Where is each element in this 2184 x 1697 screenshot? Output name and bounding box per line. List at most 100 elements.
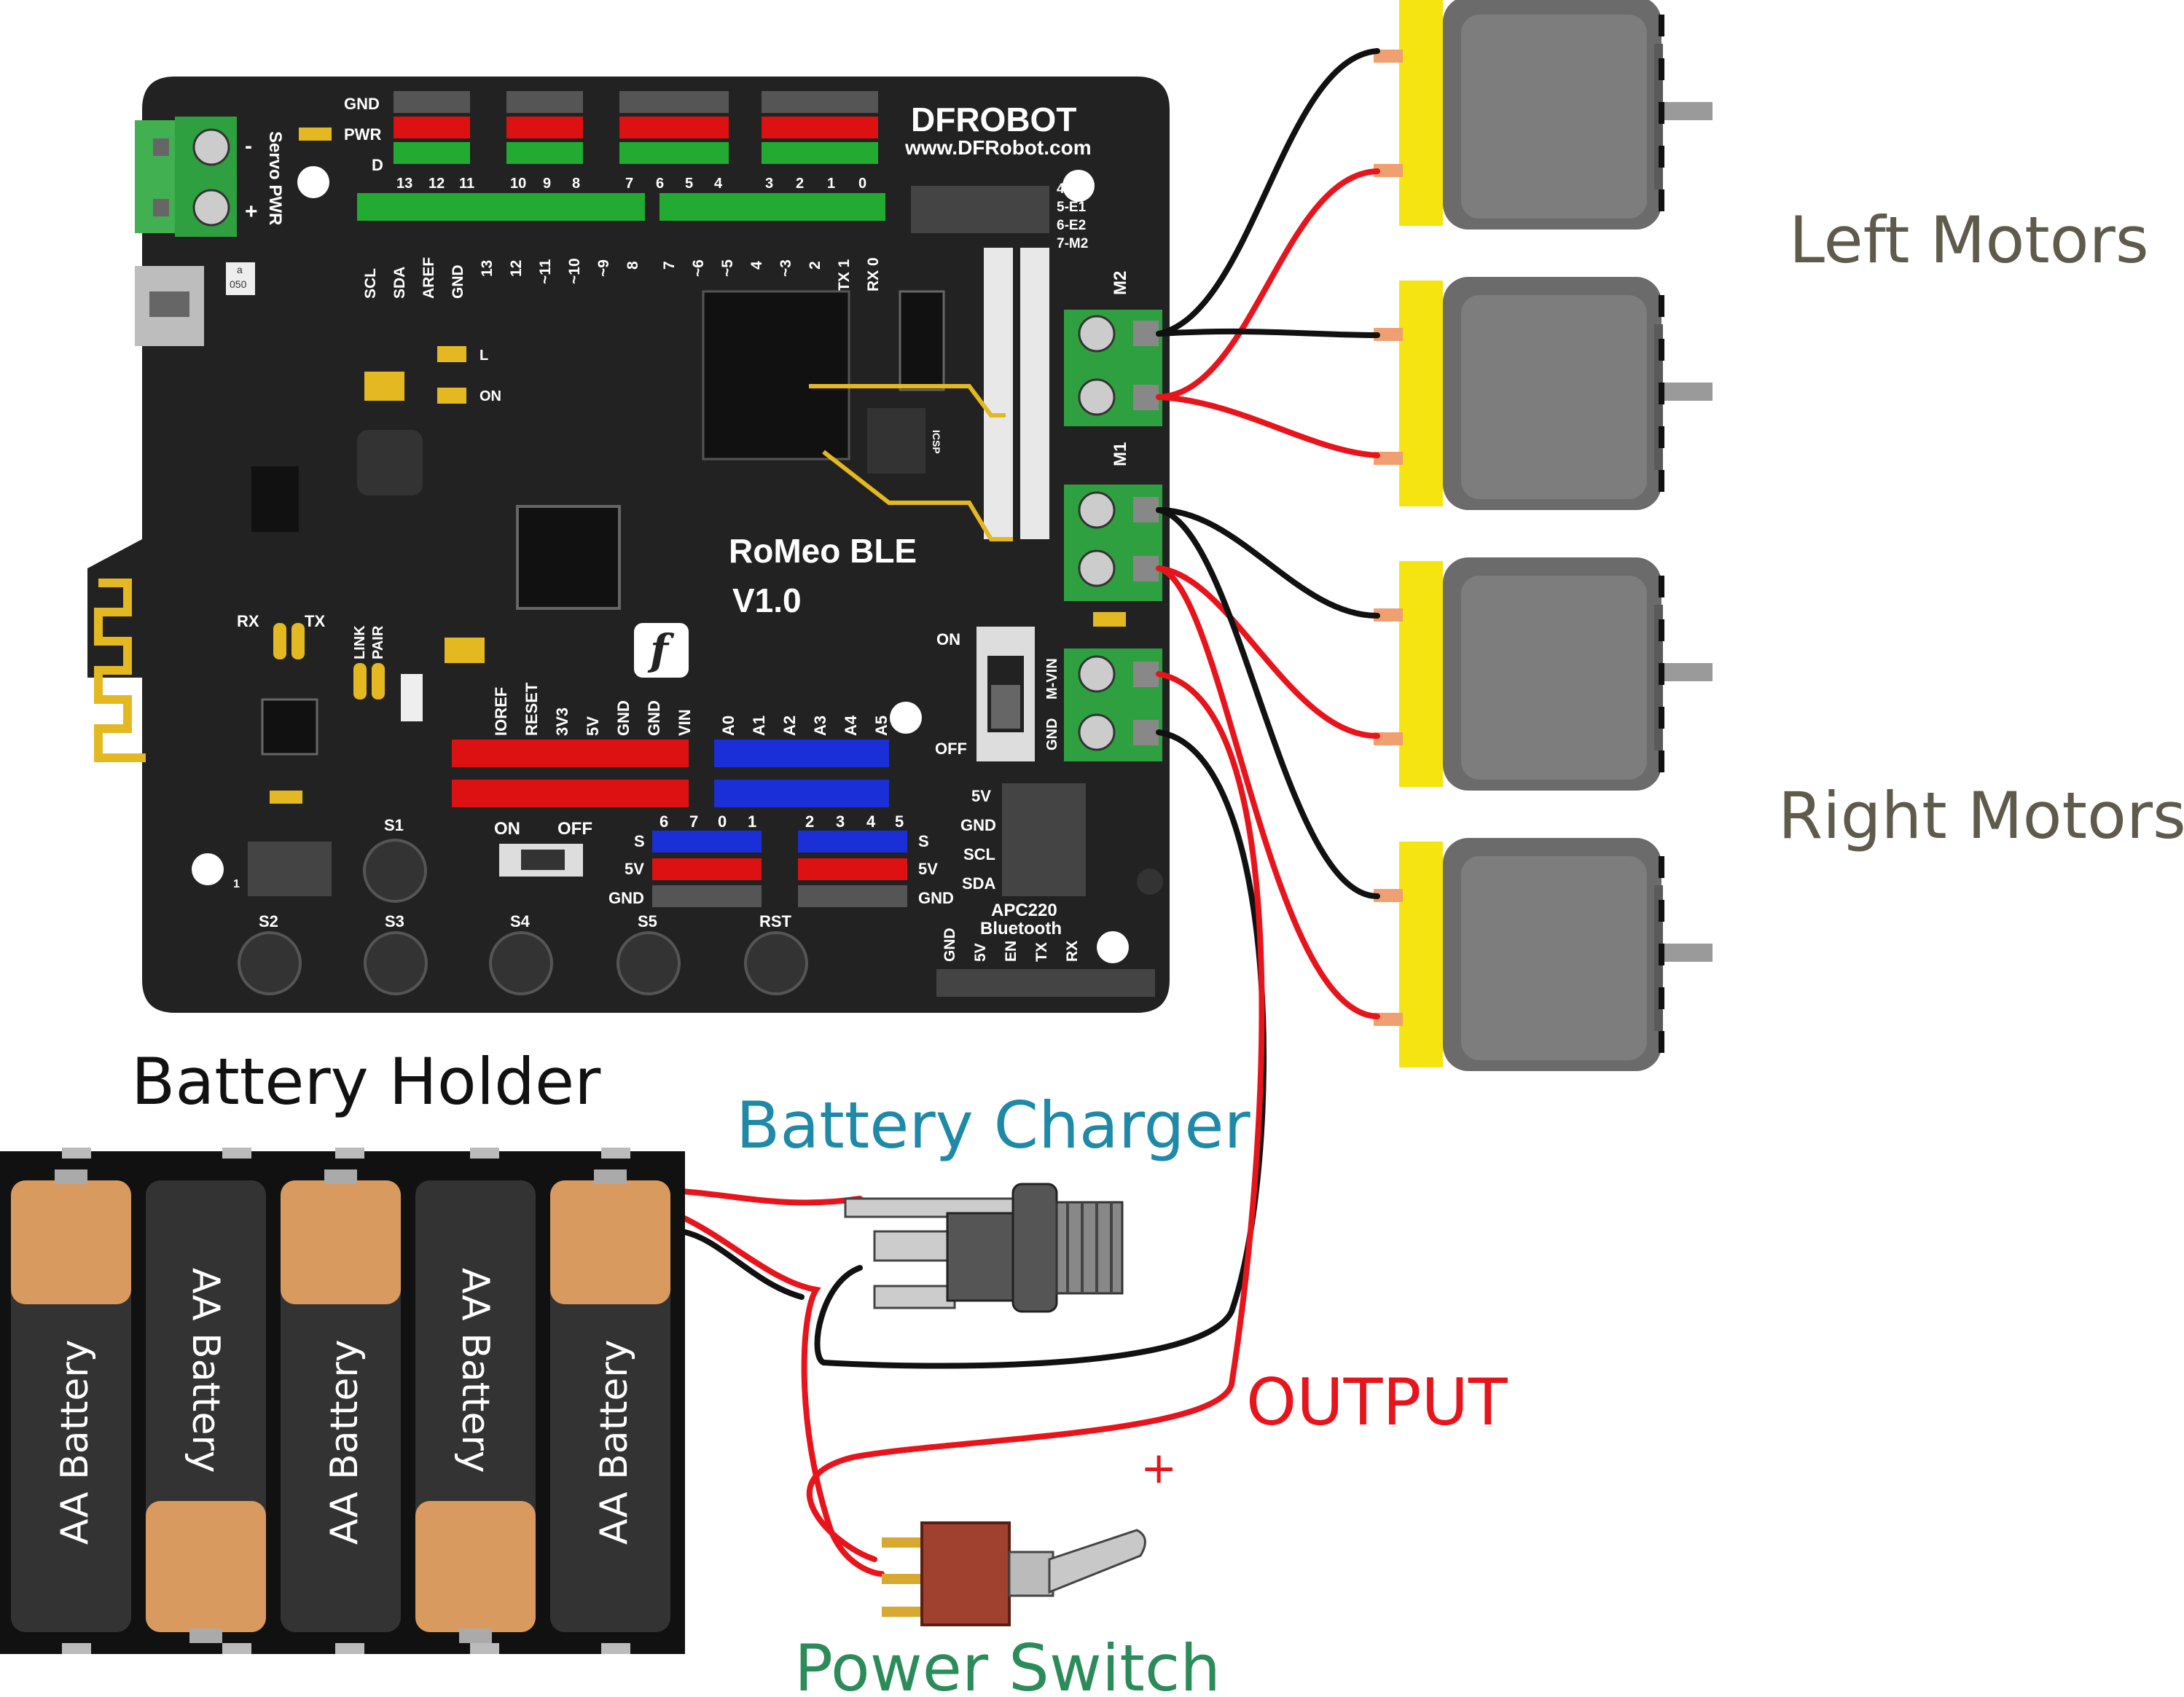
apc-sda: SDA (962, 874, 996, 893)
motor-2 (1374, 277, 1713, 510)
button-rst-label: RST (759, 912, 792, 930)
pin-10: ~10 (566, 258, 583, 284)
pin-sda: SDA (391, 267, 408, 299)
chip-a-label: a (237, 264, 243, 275)
icsp-label: ICSP (931, 430, 942, 454)
pin-3v3: 3V3 (553, 708, 571, 736)
num-9: 9 (543, 176, 551, 192)
romeo-ble-board: Servo PWR - + GND PWR D 13 12 11 10 (87, 77, 1170, 1013)
servo-num-4: 4 (866, 812, 876, 831)
pin-gnd: GND (450, 264, 466, 299)
pin-7: 7 (661, 261, 678, 270)
brand-logo: DFROBOT (911, 101, 1076, 138)
num-8: 8 (572, 176, 580, 192)
power-switch-label: Power Switch (794, 1631, 1221, 1697)
board-name: RoMeo BLE (729, 532, 917, 570)
pin-gnd-2: GND (645, 700, 663, 736)
pin-aref: AREF (420, 257, 437, 299)
pin-5: ~5 (719, 259, 736, 277)
pin-rx0: RX 0 (865, 257, 882, 291)
pin-9: ~9 (595, 259, 612, 277)
servo-num-2: 2 (805, 812, 814, 831)
m2-label: M2 (1111, 271, 1130, 295)
num-5: 5 (685, 176, 693, 192)
jumper-7m2: 7-M2 (1057, 236, 1088, 251)
num-3: 3 (765, 176, 773, 192)
pin-tx1: TX 1 (836, 259, 853, 291)
apc-labels: 5V GND SCL SDA (960, 787, 996, 893)
pin-reset: RESET (522, 682, 541, 736)
pair-label: PAIR (370, 625, 386, 659)
servo-num-0: 0 (718, 812, 727, 831)
button-s1[interactable] (363, 839, 427, 903)
battery-1: AA Battery (11, 1169, 131, 1632)
v5-label-left: 5V (625, 860, 644, 878)
pin-a3: A3 (811, 716, 829, 736)
plus-label: + (1140, 1443, 1177, 1494)
switch-off-label: OFF (935, 740, 967, 758)
minus-label: - (1140, 1322, 1156, 1373)
s-label-left: S (634, 832, 645, 850)
num-1: 1 (827, 176, 835, 192)
button-s4[interactable] (489, 931, 553, 995)
pin-scl: SCL (362, 268, 379, 299)
num-12: 12 (428, 176, 445, 192)
m1-label: M1 (1111, 442, 1130, 466)
num-4: 4 (714, 176, 723, 192)
servo-num-6: 6 (659, 812, 668, 831)
apc-scl: SCL (963, 845, 995, 863)
battery-2-label: AA Battery (184, 1268, 227, 1473)
power-header-labels: IOREF RESET 3V3 5V GND GND VIN (492, 682, 694, 736)
pin-3: ~3 (778, 259, 794, 277)
pin-4: 4 (748, 261, 765, 270)
header-top-left-labels: SCL SDA AREF GND 13 12 ~11 ~10 ~9 8 (362, 257, 641, 299)
power-switch[interactable] (882, 1521, 1146, 1626)
digital-numbers-b: 7 6 5 4 3 2 1 0 (625, 176, 866, 192)
motor-wires (1156, 48, 1380, 1019)
bluetooth-label: Bluetooth (980, 919, 1062, 938)
servo-nums-a: 6 7 0 1 (659, 812, 756, 831)
buttons: S1 S2 S3 S4 S5 RST (238, 816, 808, 995)
chip-050-label: 050 (230, 278, 247, 290)
apc-5v: 5V (971, 787, 991, 805)
battery-1-label: AA Battery (53, 1339, 97, 1545)
pin-a5: A5 (872, 716, 891, 736)
rx-label: RX (237, 612, 259, 630)
battery-5-label: AA Battery (592, 1339, 636, 1545)
motor-3 (1374, 557, 1713, 791)
bottom-tx: TX (1033, 942, 1050, 962)
pin-2: 2 (807, 261, 823, 270)
power-wires (678, 671, 1267, 1577)
num-7: 7 (625, 176, 633, 192)
num-6: 6 (656, 176, 664, 192)
num-0: 0 (858, 176, 866, 192)
num-10: 10 (510, 176, 526, 192)
battery-2: AA Battery (146, 1180, 266, 1643)
button-s2-label: S2 (259, 912, 278, 930)
button-s3-label: S3 (385, 912, 404, 930)
pin-13: 13 (479, 260, 496, 277)
servo-pwr-label: Servo PWR (265, 131, 285, 225)
row-gnd-label: GND (344, 95, 380, 113)
button-rst[interactable] (744, 931, 808, 995)
pin-a2: A2 (780, 716, 799, 736)
bottom-rx: RX (1064, 941, 1081, 962)
servo-nums-b: 2 3 4 5 (805, 812, 904, 831)
button-s5[interactable] (617, 931, 681, 995)
servo-header-top (394, 91, 878, 164)
button-s3[interactable] (364, 931, 428, 995)
button-s2[interactable] (238, 931, 302, 995)
pin-a1: A1 (750, 716, 768, 736)
button-s1-label: S1 (384, 816, 404, 834)
charger-jack (844, 1183, 1124, 1313)
digital-numbers-a: 13 12 11 10 9 8 (396, 176, 580, 192)
link-label: LINK (352, 625, 368, 659)
mvin-label: M-VIN (1044, 658, 1060, 699)
pin-6: ~6 (690, 259, 707, 277)
analog-header-labels: A0 A1 A2 A3 A4 A5 (719, 715, 891, 736)
gnd-label-right: GND (918, 889, 954, 907)
pin-5v: 5V (584, 716, 602, 736)
left-motors-label: Left Motors (1789, 203, 2149, 278)
pin-gnd-1: GND (614, 700, 633, 736)
board-version: V1.0 (732, 581, 802, 619)
